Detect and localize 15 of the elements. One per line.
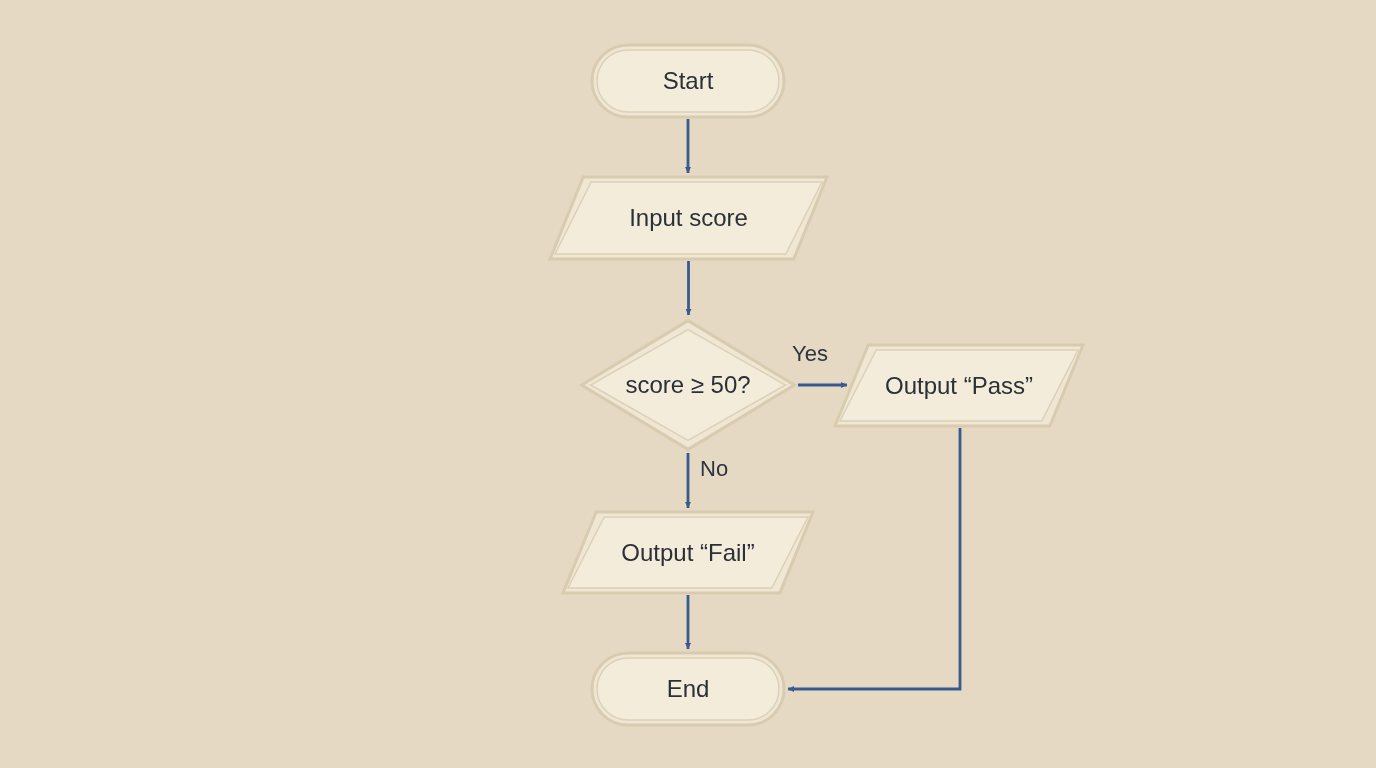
output-box [833,343,1085,428]
arrow [685,261,692,315]
node-label: Input score [629,203,748,233]
node-label: End [666,674,710,704]
node-label: Output “Pass” [884,370,1034,401]
arrow [685,595,691,649]
arrow [798,382,847,388]
node-label: score ≥ 50? [625,370,751,400]
output-box [561,510,815,595]
node-label: Output “Fail” [621,537,755,568]
arrow [788,428,962,692]
arrow [685,119,691,173]
input-box [548,175,829,261]
node-label: Start [662,66,714,96]
arrow [685,453,691,508]
